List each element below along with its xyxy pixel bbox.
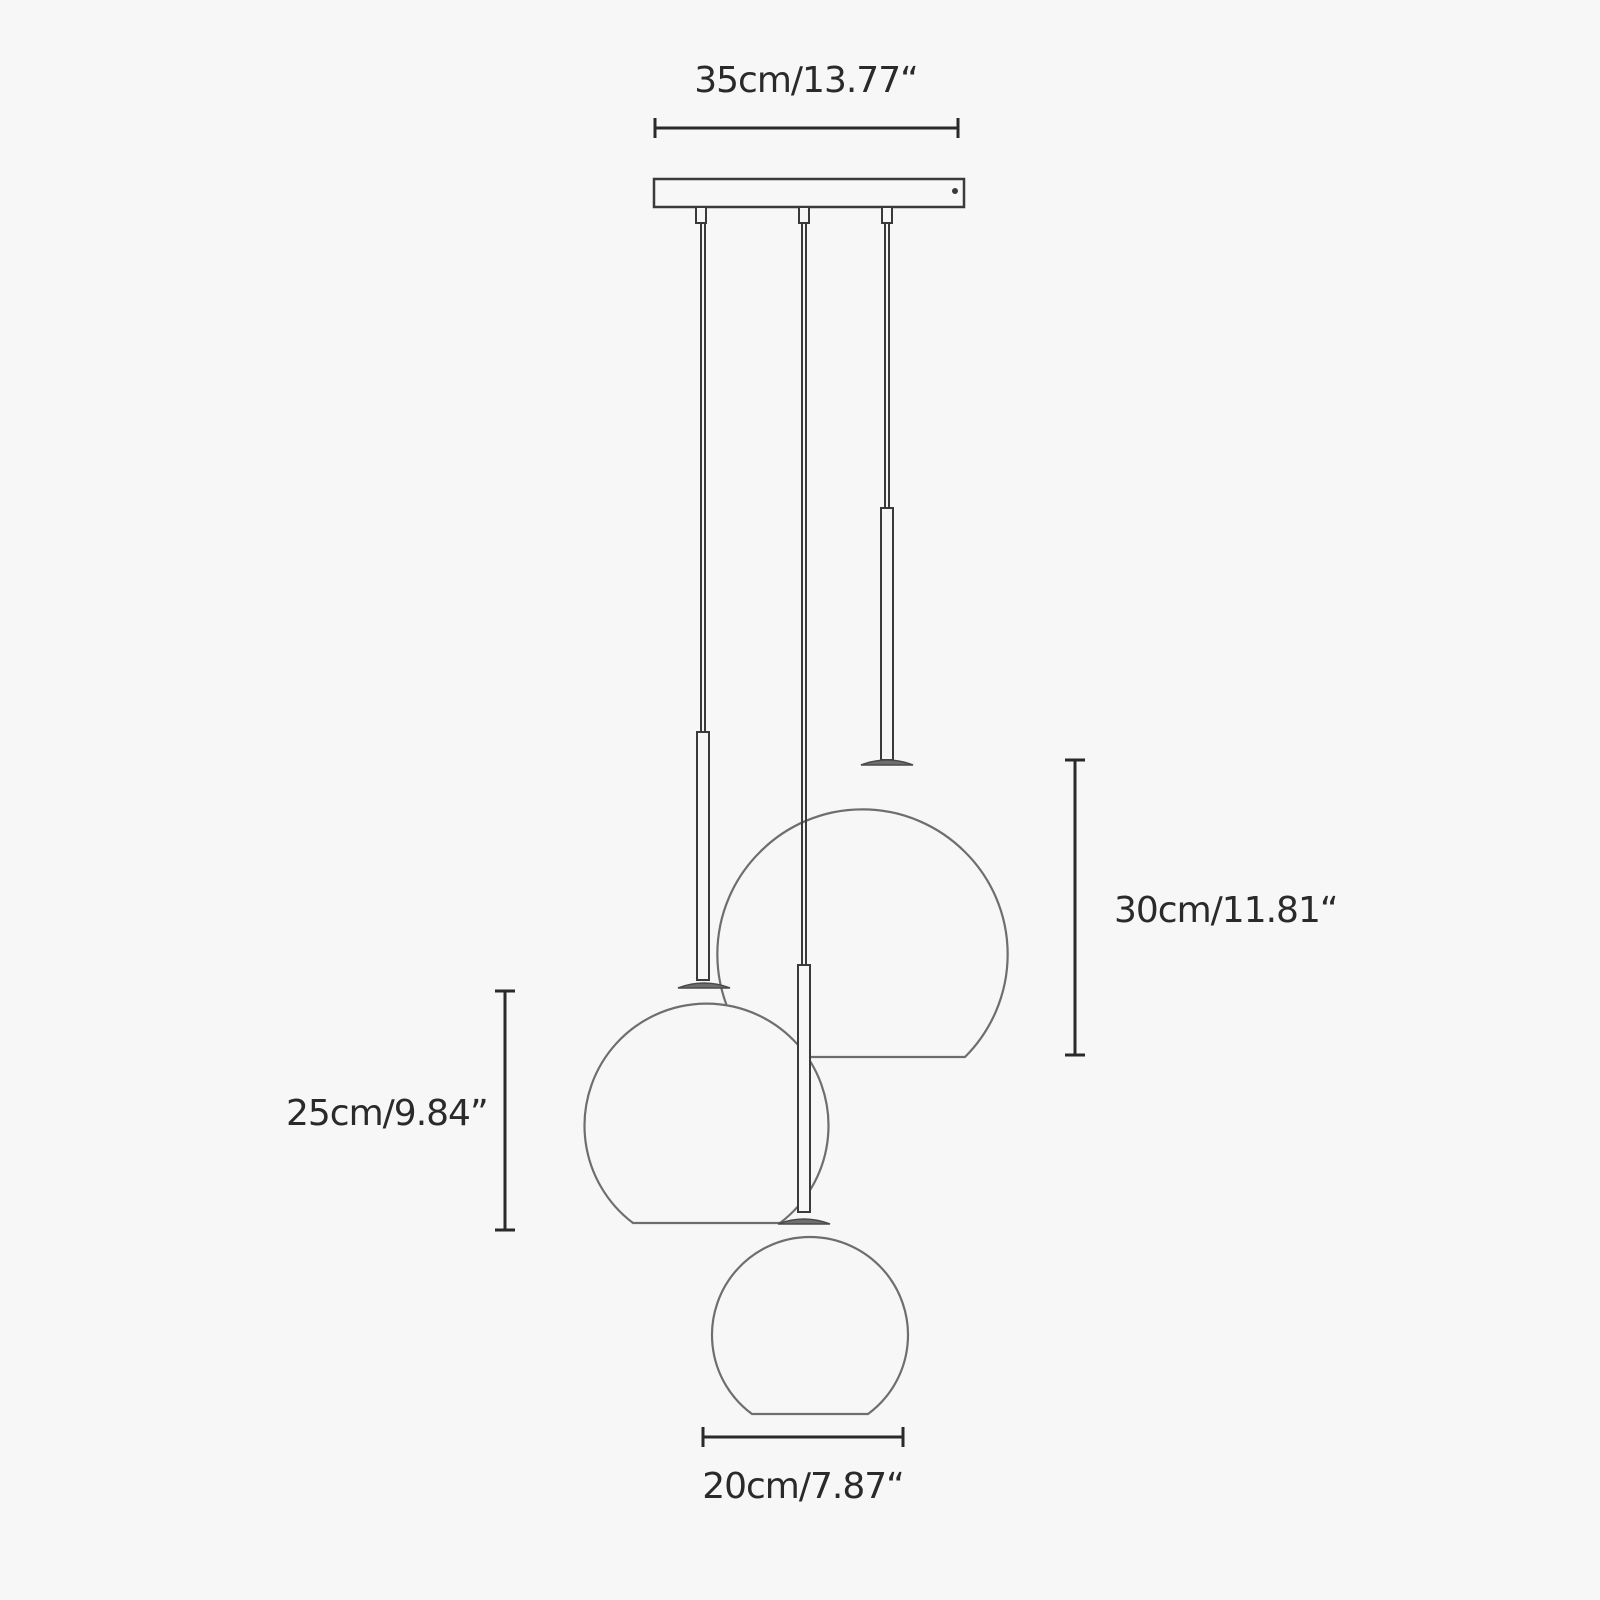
medium-globe-height-label: 25cm/9.84” xyxy=(286,1093,488,1134)
cable-connectors xyxy=(695,206,893,224)
canopy-width-label: 35cm/13.77“ xyxy=(694,60,918,101)
small-pendant-cable xyxy=(797,223,811,1213)
large-globe xyxy=(716,759,1009,1059)
small-globe xyxy=(710,1218,910,1416)
medium-globe xyxy=(583,982,830,1225)
canopy-width-dimension xyxy=(653,118,960,138)
large-pendant-cable xyxy=(880,223,894,761)
small-globe-width-dimension xyxy=(701,1427,905,1447)
medium-pendant-cable xyxy=(696,223,710,981)
ceiling-canopy xyxy=(652,177,966,209)
large-globe-height-dimension xyxy=(1065,758,1085,1057)
small-globe-width-label: 20cm/7.87“ xyxy=(702,1466,904,1507)
large-globe-height-label: 30cm/11.81“ xyxy=(1114,890,1338,931)
medium-globe-height-dimension xyxy=(495,989,515,1232)
